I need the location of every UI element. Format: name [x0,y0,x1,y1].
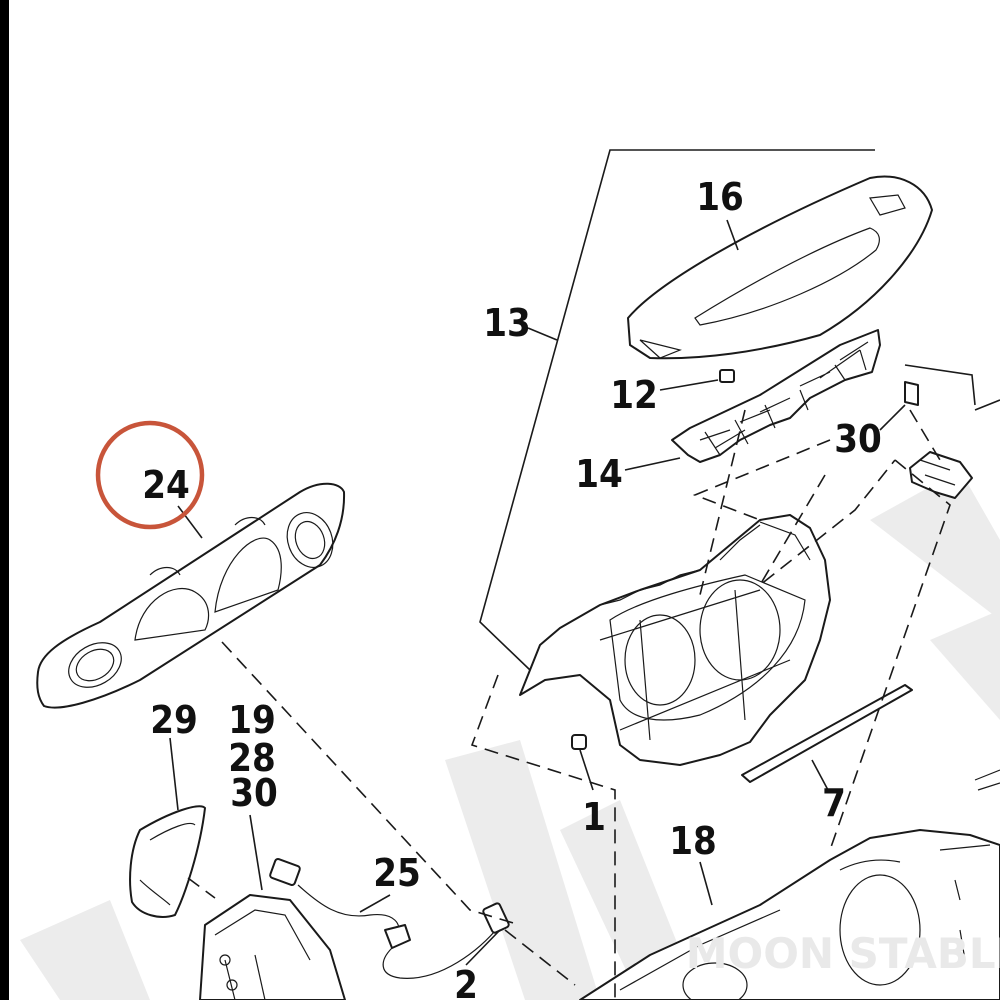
callout-19: 19 [228,698,276,742]
part-7-strip [741,684,913,783]
watermark-stripes [20,470,1000,1000]
part-25-harness [269,858,510,979]
callout-29: 29 [150,698,198,742]
highlight-circle-24 [95,420,205,530]
watermark-text: MOON STABLE [686,929,1000,978]
callout-25: 25 [373,851,421,895]
callout-30-left: 30 [230,771,278,815]
part-19-28-30-housing [199,894,346,1000]
callout-18: 18 [669,819,717,863]
part-1-screw [571,734,587,750]
callout-14: 14 [575,452,623,496]
part-30-connector [904,381,973,499]
left-border [0,0,9,1000]
part-24-bezel [36,482,346,709]
part-12-clip [719,369,735,383]
callout-28: 28 [228,736,276,780]
part-14-bracket [671,329,881,463]
dashed-lines [187,409,951,1000]
callout-12: 12 [610,373,658,417]
group-13-bracket [479,149,875,671]
callout-7: 7 [822,781,846,825]
part-16-cover [627,175,933,360]
main-housing [519,514,831,766]
callout-24: 24 [142,463,190,507]
leader-lines [169,219,906,966]
right-edge-fragments [904,364,1000,791]
callout-1: 1 [582,795,606,839]
callout-labels: 16 13 12 14 30 24 29 19 28 30 1 7 18 25 … [142,175,882,1000]
callout-2: 2 [454,963,478,1000]
part-18-housing [579,829,1000,1000]
callout-13: 13 [483,301,531,345]
part-29-cover [129,805,206,918]
callout-16: 16 [696,175,744,219]
callout-30-right: 30 [834,417,882,461]
